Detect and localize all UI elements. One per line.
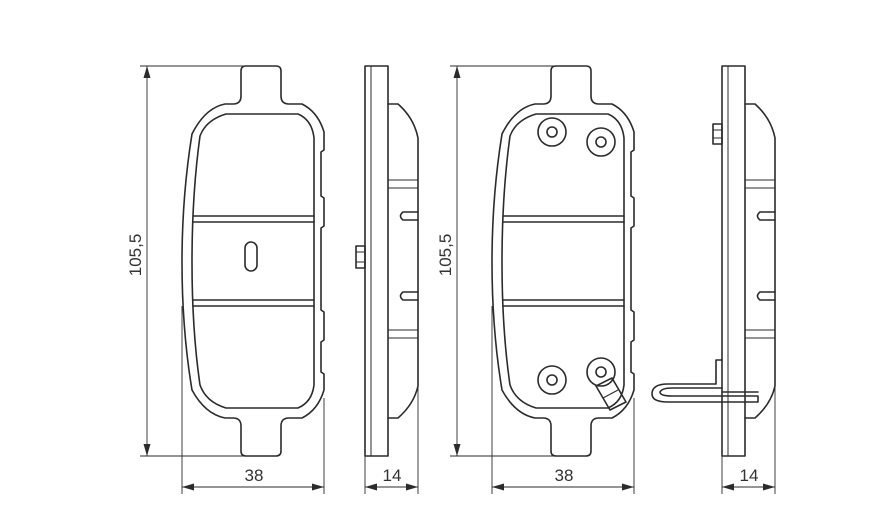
left-pad-front-view xyxy=(181,65,325,457)
rivet-hole xyxy=(537,117,567,147)
rivet-hole xyxy=(537,365,567,395)
dimension-width-right: 38 xyxy=(491,306,635,494)
wear-indicator xyxy=(595,377,627,411)
dimension-width-left: 38 xyxy=(181,306,325,494)
dimension-label-height-right: 105,5 xyxy=(436,234,455,277)
dimension-height-left: 105,5 xyxy=(126,65,246,457)
dimension-thickness-right: 14 xyxy=(721,386,776,494)
dimension-label-height-left: 105,5 xyxy=(126,234,145,277)
wear-slot xyxy=(244,241,258,272)
rivet-hole xyxy=(586,357,616,387)
dimension-thickness-left: 14 xyxy=(364,386,419,494)
right-pad-front-view xyxy=(491,65,635,457)
wear-sensor-spring xyxy=(651,359,759,403)
rivet-hole xyxy=(586,127,616,157)
right-pad-side-view xyxy=(651,65,776,457)
dimension-label-width-left: 38 xyxy=(245,466,264,485)
retaining-clip xyxy=(355,245,366,269)
dimension-label-thickness-right: 14 xyxy=(740,466,759,485)
dimension-label-width-right: 38 xyxy=(555,466,574,485)
dimension-height-right: 105,5 xyxy=(436,65,556,457)
left-pad-side-view xyxy=(355,65,419,457)
retaining-clip xyxy=(712,123,723,145)
dimension-label-thickness-left: 14 xyxy=(383,466,402,485)
